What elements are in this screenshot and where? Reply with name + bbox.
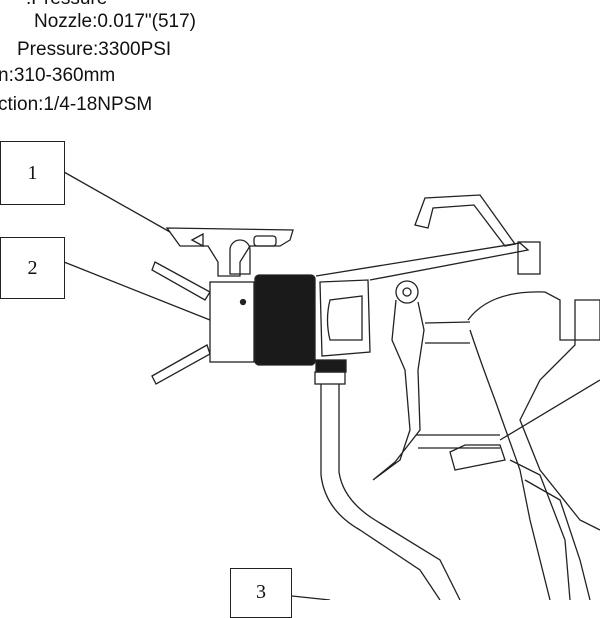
callout-3-label: 3 [256,581,266,603]
spec-nozzle: Nozzle:0.017"(517) [34,11,197,32]
tip-guard-center [229,239,251,275]
fluid-tube [320,384,441,600]
leader-line-2 [63,261,211,321]
arrow-mark [190,232,204,248]
tip-body [209,281,255,363]
guard-wing-top [151,261,211,301]
trigger [372,299,425,481]
trigger-lock [449,444,506,471]
callout-1-label: 1 [27,161,38,184]
tube-fitting [314,371,346,385]
spec-length: n:310-360mm [0,65,116,86]
leader-line-3 [291,595,331,600]
callout-1: 1 [0,141,65,205]
trigger-pivot [395,280,419,304]
spec-pressure-heading: :Pressure [26,0,107,8]
spray-gun-drawing [63,171,600,600]
callout-2-label: 2 [27,256,38,279]
leader-line-1 [63,171,171,233]
knurled-nut [254,274,316,366]
guard-wing-bottom [151,344,211,385]
callout-3: 3 [230,568,292,618]
rear-nut [517,241,541,275]
front-housing [319,279,371,357]
callout-2: 2 [0,237,65,299]
hanger-hook [414,194,517,247]
top-rail [315,242,530,281]
size-mark [253,235,277,247]
spec-pressure: Pressure:3300PSI [17,39,172,60]
spec-connection: ction:1/4-18NPSM [0,94,153,115]
handle-outline [467,291,600,531]
handle-grip-front [469,329,551,600]
tube-fitting-nut [315,359,347,373]
